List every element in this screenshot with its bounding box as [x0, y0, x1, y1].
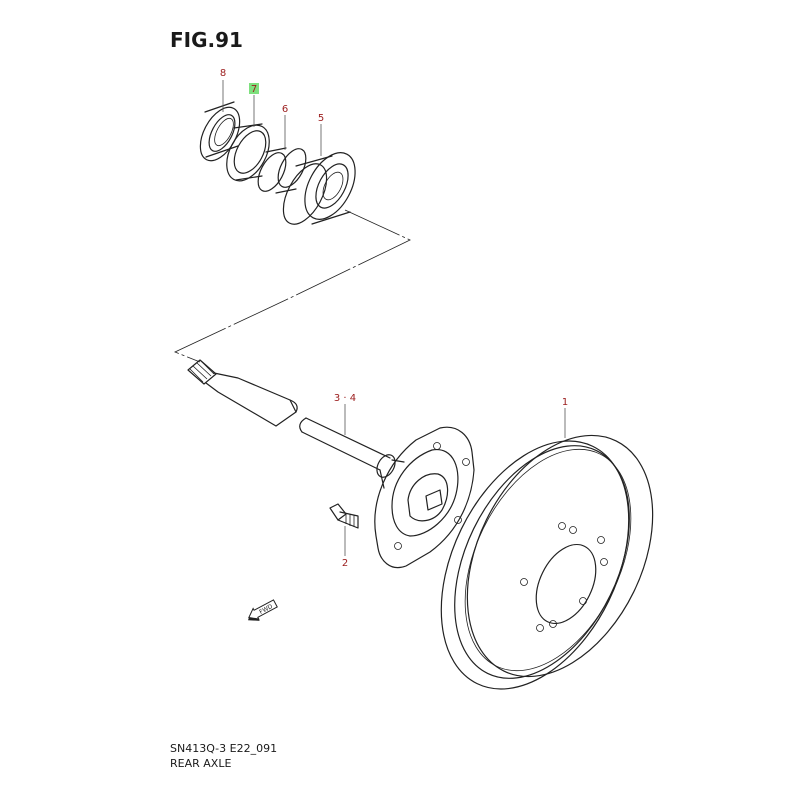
- leader-lines: [222, 80, 566, 556]
- axle-flange: [374, 426, 475, 569]
- figure-code: SN413Q-3 E22_091: [170, 742, 278, 755]
- part-2-hub-bolt[interactable]: [329, 503, 359, 529]
- part-5-bearing[interactable]: [274, 144, 365, 231]
- label-part-3-4[interactable]: 3 · 4: [334, 393, 356, 404]
- label-part-8[interactable]: 8: [220, 68, 226, 79]
- part-7-retainer-ring[interactable]: [218, 118, 278, 188]
- label-part-5[interactable]: 5: [318, 113, 324, 124]
- part-3-4-axle-shaft[interactable]: [187, 359, 405, 489]
- assembly-guide-line: [173, 209, 411, 363]
- label-part-7[interactable]: 7: [251, 84, 257, 95]
- label-part-2[interactable]: 2: [342, 558, 348, 569]
- label-part-6[interactable]: 6: [282, 104, 288, 115]
- figure-name: REAR AXLE: [170, 757, 232, 770]
- part-6-spacer[interactable]: [252, 144, 311, 195]
- figure-title: FIG.91: [170, 28, 243, 52]
- part-8-oil-seal[interactable]: [192, 101, 247, 167]
- part-1-brake-drum[interactable]: [403, 405, 689, 720]
- fwd-arrow-icon: FWD: [248, 599, 278, 621]
- highlight-marker: [249, 83, 259, 94]
- label-part-1[interactable]: 1: [562, 397, 568, 408]
- part-labels: 8 7 6 5 3 · 4 1 2: [220, 68, 568, 569]
